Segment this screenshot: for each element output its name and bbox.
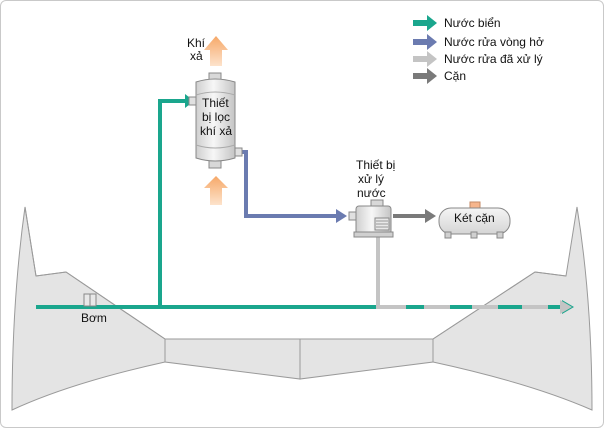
sludge-tank-foot-1 [444,231,452,239]
scrubber-outlet-nozzle [234,147,243,157]
exhaust-gas-label-line-1: Khí [187,36,206,50]
scrubber-top-band [195,91,236,96]
exhaust-gas-label-line-2: xả [190,49,203,63]
treatment-top [370,199,384,207]
treatment-label-line-2: xử lý [358,172,385,186]
sludge-tank-label: Két cặn [454,211,495,225]
treated-outlet-arrow [560,300,572,314]
legend-seawater-label: Nước biển [444,16,501,30]
legend-markers [413,15,437,84]
treatment-unit [348,199,394,238]
exhaust-arrows [204,36,228,205]
treatment-inlet [348,211,357,221]
exhaust-inlet-arrow [204,176,228,205]
pipes [36,94,574,314]
legend-sludge-arrow [413,68,437,84]
hull-wall-left-top [24,206,37,277]
open-loop-arrow [336,209,347,223]
exhaust-outlet-arrow [204,36,228,66]
scrubber-unit [188,72,243,169]
pump [83,293,97,307]
scrubber-label-line-2: bị lọc [202,110,231,124]
sludge-tank-foot-2 [470,231,478,239]
legend-treated-label: Nước rửa đã xử lý [444,52,543,66]
hull-bottom-center-left [164,338,301,380]
sludge-tank [438,201,511,239]
hull-bottom-center-right [299,338,434,380]
sludge-tank-foot-3 [496,231,504,239]
treatment-label-line-3: nước [357,186,386,200]
sludge-arrow [425,209,436,223]
treated-water-line [376,236,406,309]
legend-open-loop-arrow [413,34,437,50]
legend-open-loop-label: Nước rửa vòng hở [444,35,544,49]
scrubber-inlet-nozzle [188,96,197,106]
treatment-base [353,231,394,238]
scrubber-label-line-3: khí xả [200,124,233,138]
legend-sludge-label: Cặn [444,69,467,83]
scrubber-body [195,78,236,162]
legend-treated-arrow [413,51,437,67]
open-loop-line [238,150,336,218]
treatment-label-line-1: Thiết bị [356,158,396,172]
scrubber-label-line-1: Thiết [202,96,229,110]
seawater-riser [158,99,185,307]
pump-label: Bơm [81,311,107,325]
hull-inner-line-left [35,271,567,340]
legend-seawater-arrow [413,15,437,31]
scrubber-bottom-band [195,144,236,149]
